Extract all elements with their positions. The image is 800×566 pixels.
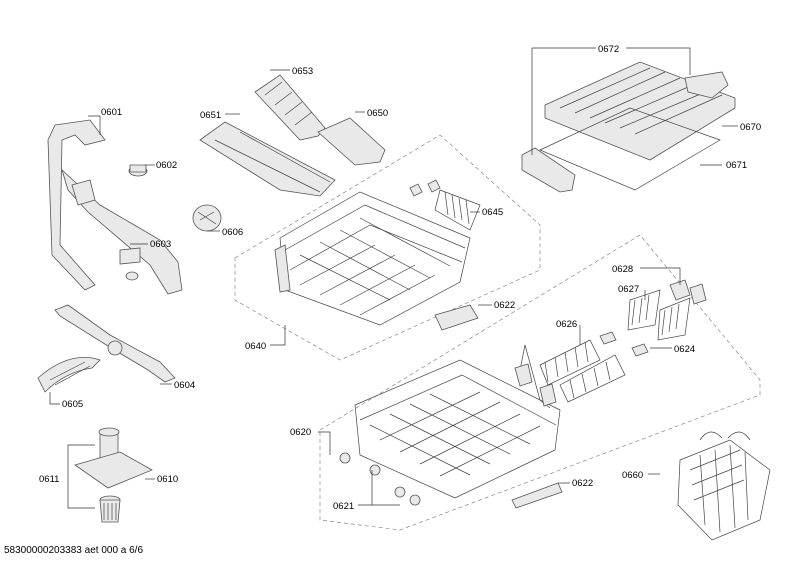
fine-filter-plate <box>37 357 101 393</box>
basket-handles <box>434 304 563 509</box>
label-0671: 0671 <box>726 160 747 171</box>
label-0645: 0645 <box>482 207 503 218</box>
label-0627: 0627 <box>618 284 639 295</box>
label-0651: 0651 <box>200 110 221 121</box>
label-0622-upper: 0622 <box>494 300 515 311</box>
label-0610: 0610 <box>157 474 178 485</box>
filter-system <box>74 427 153 523</box>
label-0620: 0620 <box>290 427 311 438</box>
label-0621: 0621 <box>333 501 354 512</box>
label-0628: 0628 <box>612 264 633 275</box>
lower-basket <box>339 359 561 506</box>
micro-filter <box>192 204 222 232</box>
label-0640: 0640 <box>245 341 266 352</box>
label-0670: 0670 <box>740 122 761 133</box>
label-0626: 0626 <box>556 319 577 330</box>
label-0660: 0660 <box>622 470 643 481</box>
cutlery-tray-assembly <box>521 61 736 193</box>
label-0611: 0611 <box>39 474 59 485</box>
upper-rack-inserts <box>199 74 481 231</box>
lower-basket-tines <box>514 279 707 409</box>
label-0650: 0650 <box>367 108 388 119</box>
upper-basket-group-outline <box>234 134 541 361</box>
label-0605: 0605 <box>62 399 83 410</box>
upper-basket <box>274 191 471 326</box>
part-labels: 0601 0602 0603 0604 0605 0606 0610 0611 … <box>39 44 761 512</box>
label-0602: 0602 <box>156 160 177 171</box>
lower-spray-arm <box>54 304 176 383</box>
label-0606: 0606 <box>222 227 243 238</box>
cutlery-basket <box>677 431 771 541</box>
label-0603: 0603 <box>150 239 171 250</box>
label-0653: 0653 <box>292 66 313 77</box>
leader-lines <box>49 47 738 509</box>
label-0624: 0624 <box>674 344 695 355</box>
document-footer: 58300000203383 aet 000 a 6/6 <box>4 545 144 556</box>
label-0604: 0604 <box>174 380 195 391</box>
label-0672: 0672 <box>598 44 619 55</box>
label-0601: 0601 <box>101 107 122 118</box>
lower-basket-group-outline <box>319 234 761 531</box>
label-0622-lower: 0622 <box>572 478 593 489</box>
spray-pipe-assembly <box>47 119 183 295</box>
